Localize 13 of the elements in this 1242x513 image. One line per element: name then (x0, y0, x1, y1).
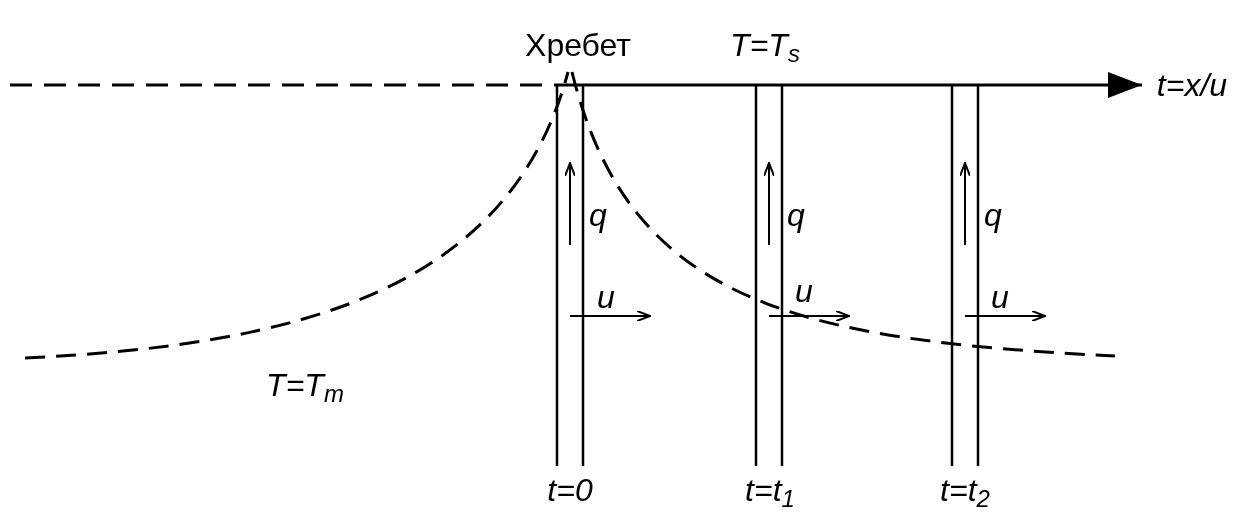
flux-label: q (787, 199, 805, 231)
time-label: t=t$_{2}$ (940, 474, 990, 506)
flux-label: q (589, 199, 607, 231)
ridge-label: Хребет (525, 29, 631, 61)
temperature-label: T=T$_{m}$ (266, 369, 344, 401)
flux-label: q (984, 199, 1002, 231)
time-label: t=0 (547, 474, 593, 506)
time-label: t=t$_{1}$ (745, 474, 795, 506)
velocity-label: u (597, 281, 615, 313)
temperature-label: T=T$_{s}$ (730, 29, 800, 61)
velocity-label: u (991, 281, 1009, 313)
axis-label: t=x/u (1156, 69, 1228, 101)
velocity-label: u (795, 275, 813, 307)
